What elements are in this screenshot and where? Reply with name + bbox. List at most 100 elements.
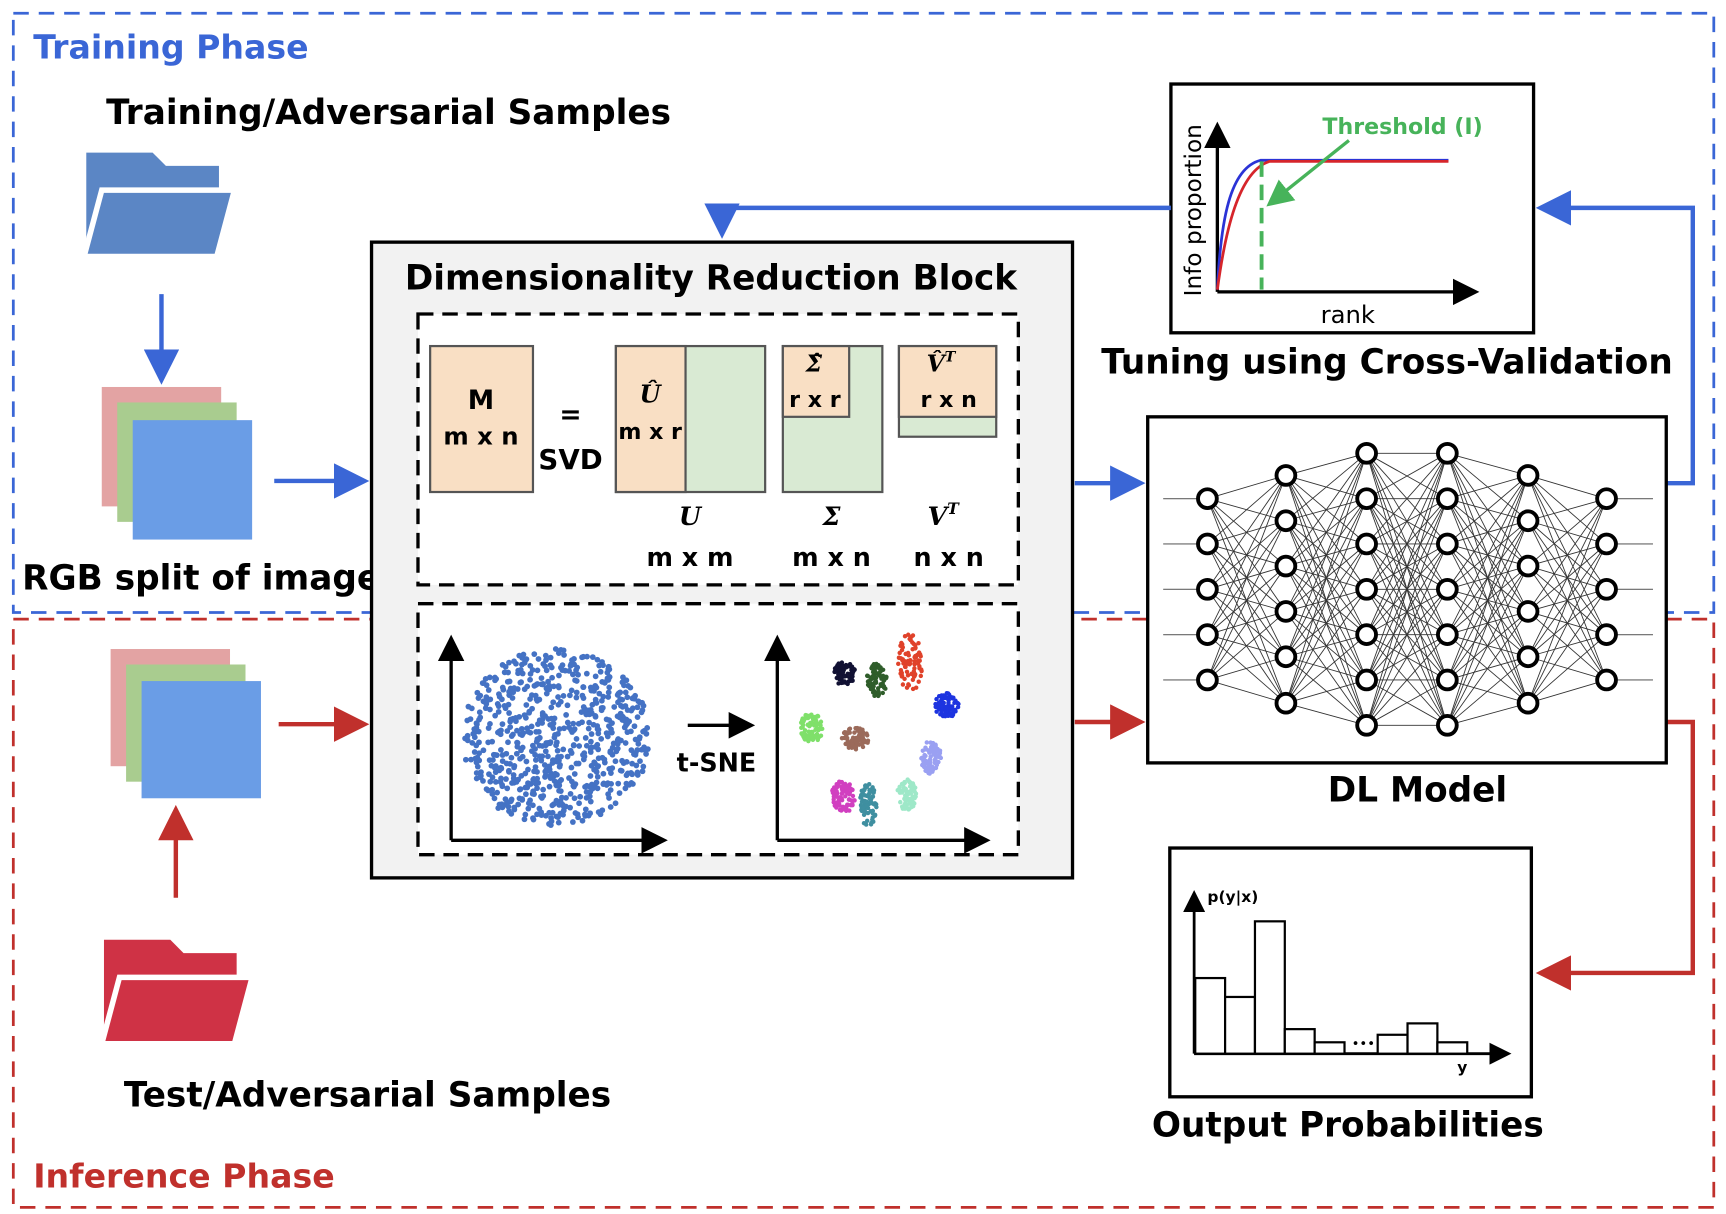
cluster-point [845,802,851,808]
probability-bar [1376,1033,1409,1055]
bar-ellipsis: ••• [1352,1037,1375,1052]
point [496,691,502,697]
point [492,751,498,758]
probability-bar [1406,1022,1439,1055]
point [521,686,528,693]
point [469,740,476,746]
point [634,769,641,776]
cluster-point [916,650,922,655]
connection [1366,452,1448,500]
point [554,747,561,754]
point [573,736,580,742]
connection [1446,475,1529,590]
point [558,664,564,671]
point [504,785,511,792]
sigma-hat-dims: r x r [789,387,841,413]
point [542,713,549,719]
connection [1285,452,1367,522]
cluster-point [860,788,865,794]
point [508,733,515,740]
point [583,782,590,789]
cluster-point [839,736,845,741]
point [488,762,495,769]
point [555,684,562,691]
cluster-point [934,696,939,702]
u-label: U [679,501,703,531]
neuron [1274,554,1298,578]
cluster-point [840,664,845,669]
point [526,709,532,716]
point [617,696,624,702]
arrow-model-to-output [1535,719,1695,991]
point [556,782,563,789]
connection [1207,475,1287,500]
point [502,663,509,670]
point [567,790,574,797]
cluster-point [861,738,866,743]
point [510,772,517,778]
test-samples-label: Test/Adversarial Samples [124,1076,611,1116]
point [628,747,635,754]
point [573,760,580,767]
cluster-point [873,680,879,685]
matrix-m-dims: m x n [443,421,518,450]
point [492,677,498,684]
point [587,749,594,755]
neuron [1196,487,1219,510]
point [492,779,499,785]
point [523,715,529,721]
point [480,747,487,754]
point [595,746,602,753]
cluster-point [933,765,939,771]
point [567,692,573,699]
point [517,786,524,792]
point [605,689,612,696]
point [504,728,511,734]
point [583,670,590,677]
neuron [1196,532,1219,556]
cluster-point [865,679,871,684]
point [533,728,540,735]
cluster-point [906,632,911,637]
point [505,739,511,746]
cluster-point [928,744,934,750]
point [589,701,596,708]
point [603,782,610,788]
cluster-point [870,664,875,669]
point [555,650,562,656]
connection [1207,475,1287,590]
connection [1527,634,1607,704]
point [581,750,588,757]
cluster-point [939,693,944,698]
point [637,758,643,765]
sigma-label: Σ [822,501,842,531]
point [538,675,545,681]
point [492,712,499,719]
cluster-point [920,762,925,768]
point [607,787,614,793]
point [555,694,561,700]
output-panel [1168,846,1534,1099]
point [529,705,535,712]
point [515,801,522,808]
neuron [1274,509,1298,533]
connection [1285,543,1368,704]
point [471,749,478,755]
point [618,767,625,774]
point [572,810,579,816]
connection [1527,498,1607,567]
point [624,720,631,727]
point [561,804,567,810]
point [529,667,536,673]
point [605,666,612,673]
neuron [1196,668,1219,692]
connection [1527,498,1607,612]
cluster-point [869,820,874,826]
point [465,703,472,710]
cluster-point [944,696,950,701]
cluster-point [899,790,905,795]
dl-model-caption: DL Model [1328,771,1507,811]
cluster-point [955,700,960,706]
point [523,702,530,708]
point [640,763,647,770]
